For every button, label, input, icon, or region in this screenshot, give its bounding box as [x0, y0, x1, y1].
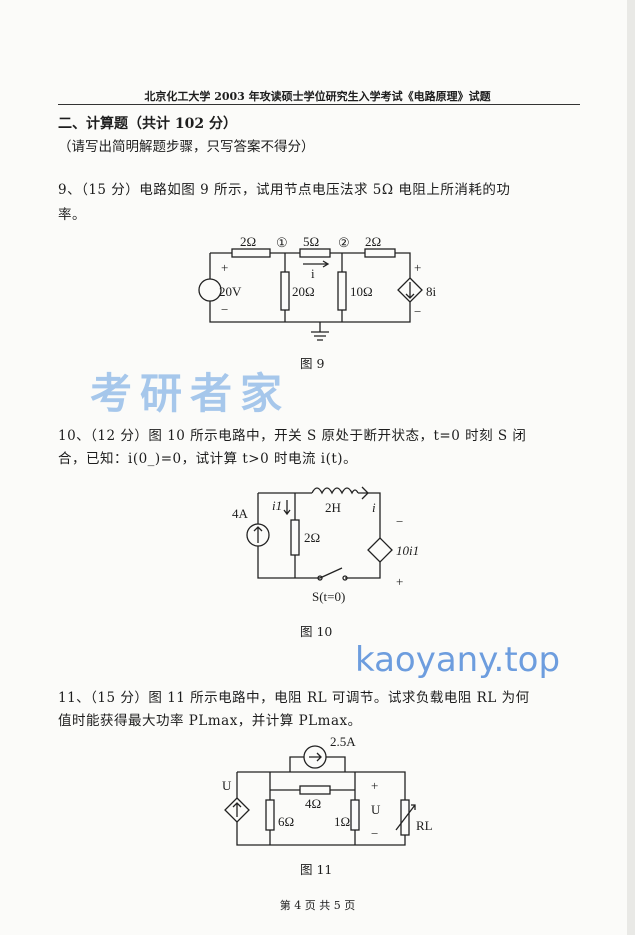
resistor-5ohm [299, 248, 331, 258]
label-rl: RL [416, 818, 433, 833]
current-source-icon [246, 523, 270, 547]
plus-sign: + [371, 778, 378, 793]
label-2ohm-a: 2Ω [240, 234, 256, 249]
label-6ohm: 6Ω [278, 814, 294, 829]
dependent-voltage-source-icon [367, 537, 393, 563]
label-2ohm-b: 2Ω [365, 234, 381, 249]
current-arrow-i1-icon [283, 500, 291, 516]
plus-sign: + [414, 260, 421, 275]
dependent-voltage-source-icon [397, 277, 423, 303]
watermark-site: kaoyany.top [355, 640, 561, 680]
label-u: U [371, 802, 381, 817]
current-arrow-i-icon [361, 486, 369, 500]
ground-icon [311, 322, 329, 341]
page-footer: 第 4 页 共 5 页 [279, 899, 356, 912]
switch-icon[interactable] [319, 567, 343, 579]
inductor-2h [311, 487, 359, 495]
label-4ohm: 4Ω [305, 796, 321, 811]
q10-line1: 10、（12 分）图 10 所示电路中，开关 S 原处于断开状态，t=0 时刻 … [58, 428, 527, 444]
figure-11: U 2.5A 6Ω 4Ω 1Ω + U − RL [222, 734, 433, 846]
resistor-2ohm [290, 519, 300, 556]
dependent-current-source-icon [224, 797, 250, 823]
minus-sign: − [414, 304, 421, 319]
label-10ohm: 10Ω [350, 284, 373, 299]
section-title: 二、计算题（共计 102 分） [58, 116, 237, 132]
q10-line2: 合，已知：i(0_)=0，试计算 t>0 时电流 i(t)。 [58, 451, 358, 467]
q11-line1: 11、（15 分）图 11 所示电路中，电阻 RL 可调节。试求负载电阻 RL … [58, 690, 530, 706]
label-i: i [311, 266, 315, 281]
figure-10: 4A i1 2Ω 2H i − 10i1 + S(t=0) [232, 486, 419, 604]
figure-9: 2Ω ① 5Ω ② 2Ω i 20V + − 20Ω 10Ω + 8i − [198, 234, 437, 341]
label-20ohm: 20Ω [292, 284, 315, 299]
variable-arrow-icon [395, 804, 416, 831]
minus-sign: − [371, 826, 378, 841]
label-1ohm: 1Ω [334, 814, 350, 829]
label-5ohm: 5Ω [303, 234, 319, 249]
label-u-dep: U [222, 778, 232, 793]
resistor-rl [400, 799, 410, 836]
header-rule [58, 104, 580, 105]
label-10i1: 10i1 [396, 543, 419, 558]
resistor-20ohm [280, 271, 290, 311]
voltage-source-icon [198, 278, 222, 302]
resistor-2ohm-a [231, 248, 271, 258]
label-2-5a: 2.5A [330, 734, 356, 749]
resistor-6ohm [265, 799, 275, 831]
label-2ohm: 2Ω [304, 530, 320, 545]
scan-edge [627, 0, 635, 935]
resistor-10ohm [337, 271, 347, 311]
node-2-label: ② [338, 235, 350, 250]
minus-sign: − [396, 514, 403, 529]
label-2h: 2H [325, 500, 341, 515]
q9-line2: 率。 [58, 207, 86, 223]
q11-line2: 值时能获得最大功率 PLmax，并计算 PLmax。 [58, 713, 362, 729]
label-i: i [372, 500, 376, 515]
label-8i: 8i [426, 284, 437, 299]
label-20v: 20V [219, 284, 242, 299]
plus-sign: + [396, 574, 403, 589]
fig11-caption: 图 11 [300, 862, 333, 877]
current-arrow-icon [303, 260, 330, 268]
fig9-caption: 图 9 [300, 356, 325, 371]
label-switch: S(t=0) [312, 589, 345, 604]
watermark-chars: 考研者家 [90, 369, 291, 418]
q9-line1: 9、（15 分）电路如图 9 所示，试用节点电压法求 5Ω 电阻上所消耗的功 [58, 182, 511, 198]
resistor-4ohm [299, 785, 331, 795]
node-1-label: ① [276, 235, 288, 250]
resistor-2ohm-b [364, 248, 396, 258]
section-note: （请写出简明解题步骤，只写答案不得分） [58, 139, 315, 155]
label-i1: i1 [272, 498, 282, 513]
label-4a: 4A [232, 506, 249, 521]
fig10-caption: 图 10 [300, 624, 333, 639]
plus-sign: + [221, 260, 228, 275]
current-source-icon [303, 745, 327, 769]
resistor-1ohm [350, 799, 360, 831]
minus-sign: − [221, 302, 228, 317]
exam-header: 北京化工大学 2003 年攻读硕士学位研究生入学考试《电路原理》试题 [144, 90, 491, 103]
